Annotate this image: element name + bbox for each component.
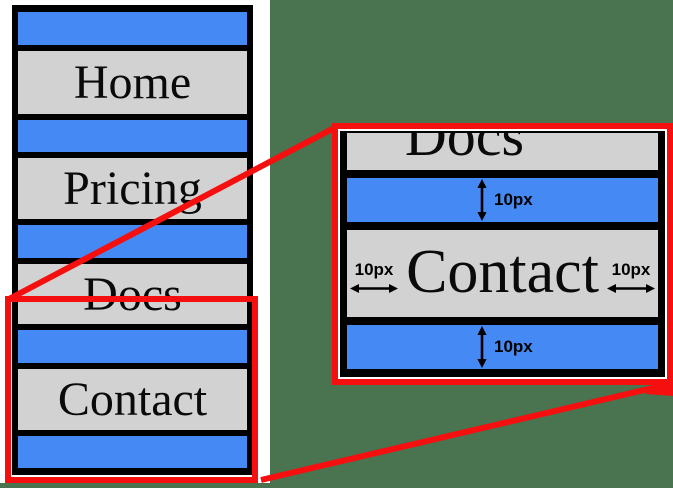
spacing-label-top: 10px xyxy=(494,190,533,209)
menu-spacer-blue xyxy=(18,330,247,363)
menu-item-home-label: Home xyxy=(73,56,192,109)
horizontal-arrow-icon xyxy=(350,282,398,295)
menu-item-pricing: Pricing xyxy=(18,158,247,219)
menu-spacer-blue xyxy=(18,436,247,468)
menu-item-contact-label: Contact xyxy=(57,373,208,426)
menu-spacer-blue xyxy=(18,120,247,152)
menu-item-pricing-label: Pricing xyxy=(63,162,202,215)
zoomed-contact-label: Contact xyxy=(406,238,599,306)
spacing-annotation-left: 10px xyxy=(348,260,400,295)
menu-spacer-blue xyxy=(18,225,247,258)
zoomed-docs-label: Docs xyxy=(404,133,525,168)
spacing-label-right: 10px xyxy=(611,260,651,279)
menu-item-contact: Contact xyxy=(18,369,247,430)
vertical-arrow-icon xyxy=(475,326,489,368)
vertical-arrow-icon xyxy=(475,179,489,221)
zoom-inset-inner-frame: Docs 10px 10px xyxy=(338,129,667,379)
zoomed-spacer-bottom: 10px xyxy=(347,325,658,369)
spacing-label-bottom: 10px xyxy=(494,337,533,356)
spacing-label-left: 10px xyxy=(354,260,394,279)
zoomed-spacer-top: 10px xyxy=(347,178,658,222)
horizontal-arrow-icon xyxy=(607,282,655,295)
zoomed-menu-item-docs: Docs xyxy=(347,133,658,170)
zoomed-menu-item-contact: 10px Contact 10px xyxy=(347,230,658,317)
connector-line-bottom xyxy=(260,381,671,483)
zoom-inset-content: Docs 10px 10px xyxy=(340,131,665,377)
zoom-source-highlight xyxy=(5,296,258,483)
menu-item-home: Home xyxy=(18,51,247,114)
zoom-inset-panel: Docs 10px 10px xyxy=(332,123,673,385)
menu-spacer-blue xyxy=(18,12,247,45)
spacing-annotation-right: 10px xyxy=(605,260,657,295)
